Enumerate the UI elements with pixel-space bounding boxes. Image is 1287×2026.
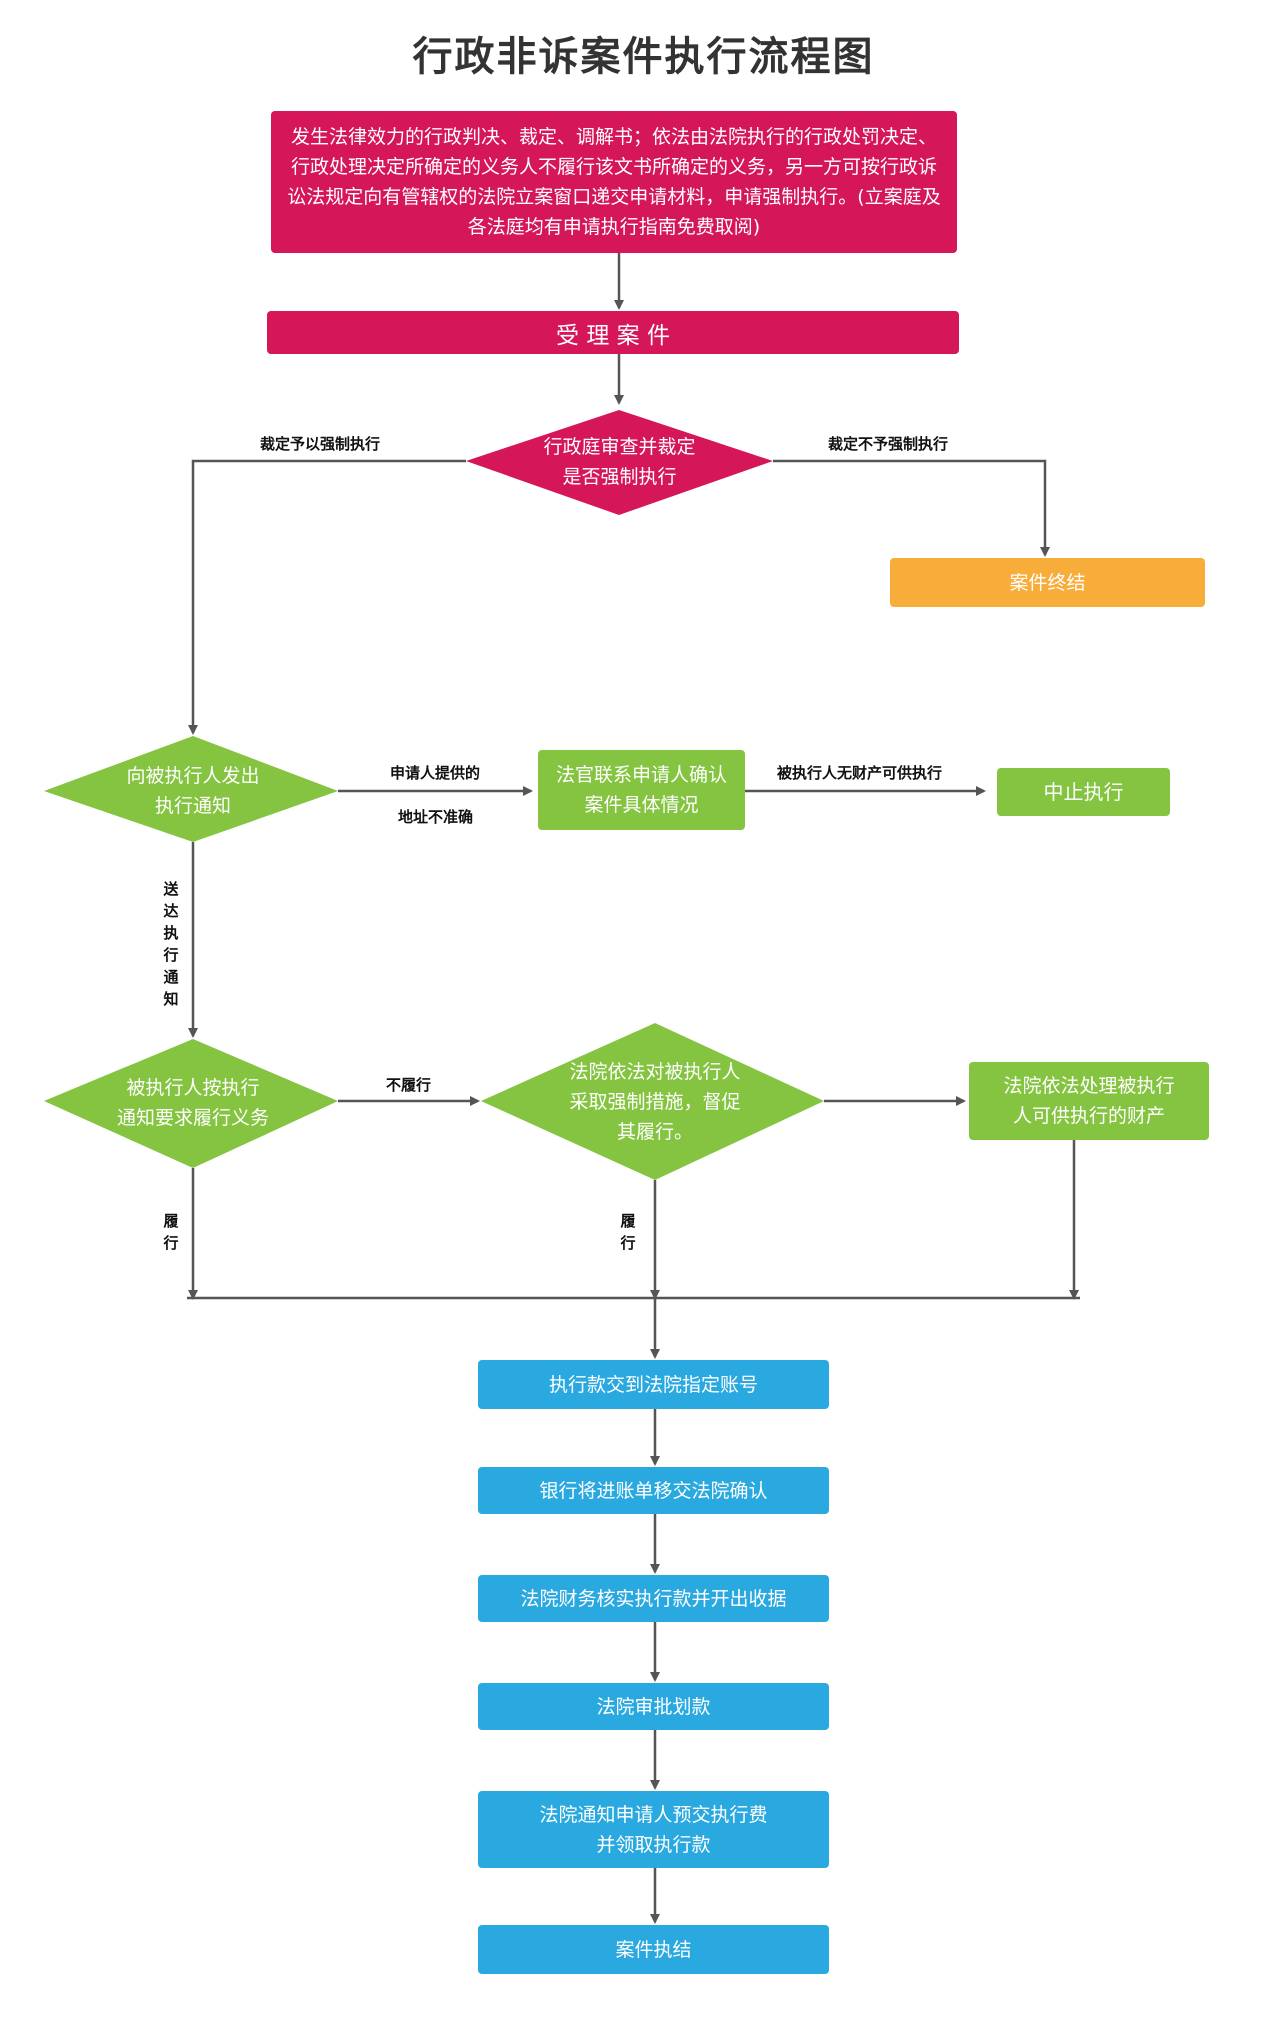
label-address-line1: 申请人提供的: [390, 764, 481, 782]
contact-applicant-box[interactable]: 法官联系申请人确认 案件具体情况: [538, 750, 745, 830]
perform-request-diamond[interactable]: [44, 1039, 338, 1168]
accept-case-box[interactable]: 受 理 案 件: [267, 311, 959, 354]
application-box[interactable]: 发生法律效力的行政判决、裁定、调解书；依法由法院执行的行政处罚决定、行政处理决定…: [271, 111, 957, 253]
arrow-review-to-case-end: [773, 459, 1050, 557]
label-not-perform: 不履行: [386, 1076, 432, 1094]
approve-box[interactable]: 法院审批划款: [478, 1683, 829, 1730]
label-deliver-notice: 送达执行通知: [163, 880, 179, 1008]
case-end-bottom-box[interactable]: 案件执结: [478, 1925, 829, 1974]
perform-request-diamond-text: 被执行人按执行 通知要求履行义务: [116, 1077, 269, 1129]
suspend-box[interactable]: 中止执行: [997, 768, 1170, 816]
notify-diamond-text: 向被执行人发出 执行通知: [126, 765, 260, 817]
pay-to-account-box[interactable]: 执行款交到法院指定账号: [478, 1360, 829, 1409]
label-address-line2: 地址不准确: [398, 808, 474, 826]
notify-diamond[interactable]: [44, 736, 338, 842]
connector-lines: [187, 252, 1080, 1924]
case-end-top-box[interactable]: 案件终结: [890, 558, 1205, 607]
review-diamond[interactable]: [466, 410, 773, 515]
label-no-property: 被执行人无财产可供执行: [777, 764, 943, 782]
arrow-review-to-notify: [188, 459, 466, 735]
dispose-property-box[interactable]: 法院依法处理被执行 人可供执行的财产: [969, 1062, 1209, 1140]
label-ruling-not-enforce: 裁定不予强制执行: [828, 435, 949, 453]
label-ruling-enforce: 裁定予以强制执行: [260, 435, 381, 453]
enforce-measures-diamond-text: 法院依法对被执行人 采取强制措施，督促 其履行。: [569, 1061, 741, 1143]
receipt-box[interactable]: 法院财务核实执行款并开出收据: [478, 1575, 829, 1622]
bank-transfer-box[interactable]: 银行将进账单移交法院确认: [478, 1467, 829, 1514]
enforce-measures-diamond[interactable]: [481, 1023, 824, 1180]
review-diamond-text: 行政庭审查并裁定 是否强制执行: [543, 436, 696, 488]
page-title: 行政非诉案件执行流程图: [412, 34, 875, 80]
notify-fee-box[interactable]: 法院通知申请人预交执行费 并领取执行款: [478, 1791, 829, 1868]
label-perform-left: 履行: [163, 1212, 179, 1252]
label-perform-mid: 履行: [620, 1212, 636, 1252]
